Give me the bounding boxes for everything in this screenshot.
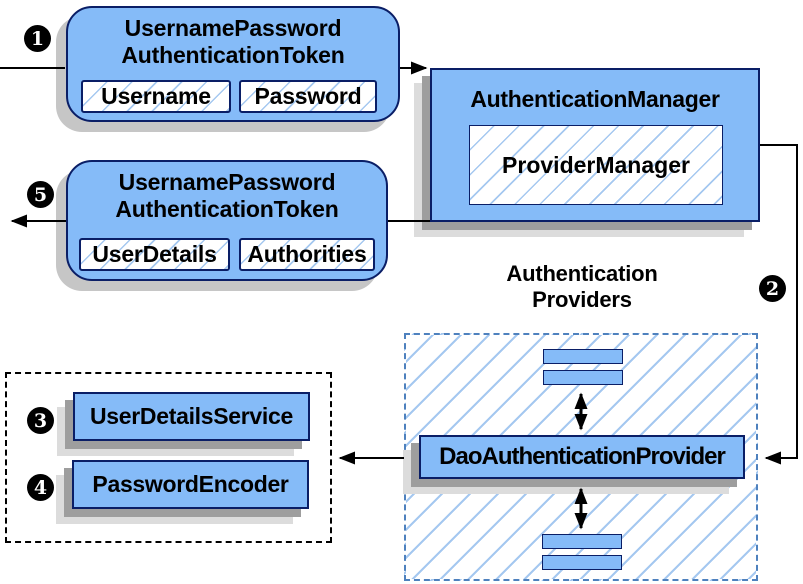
- node-username-password-token-result: UsernamePassword AuthenticationToken Use…: [66, 160, 388, 281]
- authentication-providers-label: Authentication Providers: [452, 261, 712, 313]
- step-2-marker: 2: [759, 275, 786, 302]
- token-result-title-line1: UsernamePassword: [118, 169, 336, 195]
- provider-placeholder-bar-top-1: [543, 349, 623, 364]
- dao-authentication-provider-label: DaoAuthenticationProvider: [439, 443, 726, 470]
- field-authorities: Authorities: [239, 238, 375, 271]
- step-2-number: 2: [765, 277, 780, 300]
- node-username-password-token-request: UsernamePassword AuthenticationToken Use…: [66, 6, 400, 122]
- step-3-number: 3: [33, 409, 48, 432]
- node-authentication-manager: AuthenticationManager ProviderManager: [430, 68, 760, 222]
- field-password-label: Password: [254, 83, 362, 109]
- node-provider-manager: ProviderManager: [469, 125, 723, 205]
- provider-placeholder-bar-bottom-2: [542, 555, 622, 570]
- wire-manager-to-dao-arrow: [760, 144, 798, 465]
- step-1-marker: 1: [24, 25, 51, 52]
- field-user-details-label: UserDetails: [92, 241, 217, 267]
- step-5-number: 5: [33, 183, 48, 206]
- user-details-service-label: UserDetailsService: [89, 403, 293, 429]
- step-4-marker: 4: [27, 474, 54, 501]
- provider-manager-label: ProviderManager: [502, 151, 690, 178]
- field-password: Password: [239, 80, 377, 113]
- authentication-manager-title: AuthenticationManager: [470, 86, 720, 112]
- step-4-number: 4: [33, 476, 48, 499]
- field-username: Username: [81, 80, 231, 113]
- token-result-title: UsernamePassword AuthenticationToken: [68, 162, 386, 223]
- node-user-details-service: UserDetailsService: [73, 392, 310, 441]
- node-password-encoder: PasswordEncoder: [72, 460, 309, 509]
- provider-placeholder-bar-bottom-1: [542, 534, 622, 549]
- authentication-providers-label-line2: Providers: [532, 287, 632, 312]
- step-1-number: 1: [30, 27, 45, 50]
- services-group-box: [5, 372, 332, 543]
- password-encoder-label: PasswordEncoder: [92, 471, 289, 497]
- node-dao-authentication-provider: DaoAuthenticationProvider: [419, 435, 745, 479]
- field-username-label: Username: [101, 83, 211, 109]
- authentication-providers-label-line1: Authentication: [506, 261, 658, 286]
- field-authorities-label: Authorities: [247, 241, 367, 267]
- token-request-title-line2: AuthenticationToken: [121, 42, 345, 68]
- token-request-title-line1: UsernamePassword: [124, 15, 342, 41]
- provider-placeholder-bar-top-2: [543, 370, 623, 385]
- field-user-details: UserDetails: [79, 238, 230, 271]
- step-5-marker: 5: [27, 181, 54, 208]
- token-request-title: UsernamePassword AuthenticationToken: [68, 8, 398, 69]
- step-3-marker: 3: [27, 407, 54, 434]
- token-result-title-line2: AuthenticationToken: [115, 196, 339, 222]
